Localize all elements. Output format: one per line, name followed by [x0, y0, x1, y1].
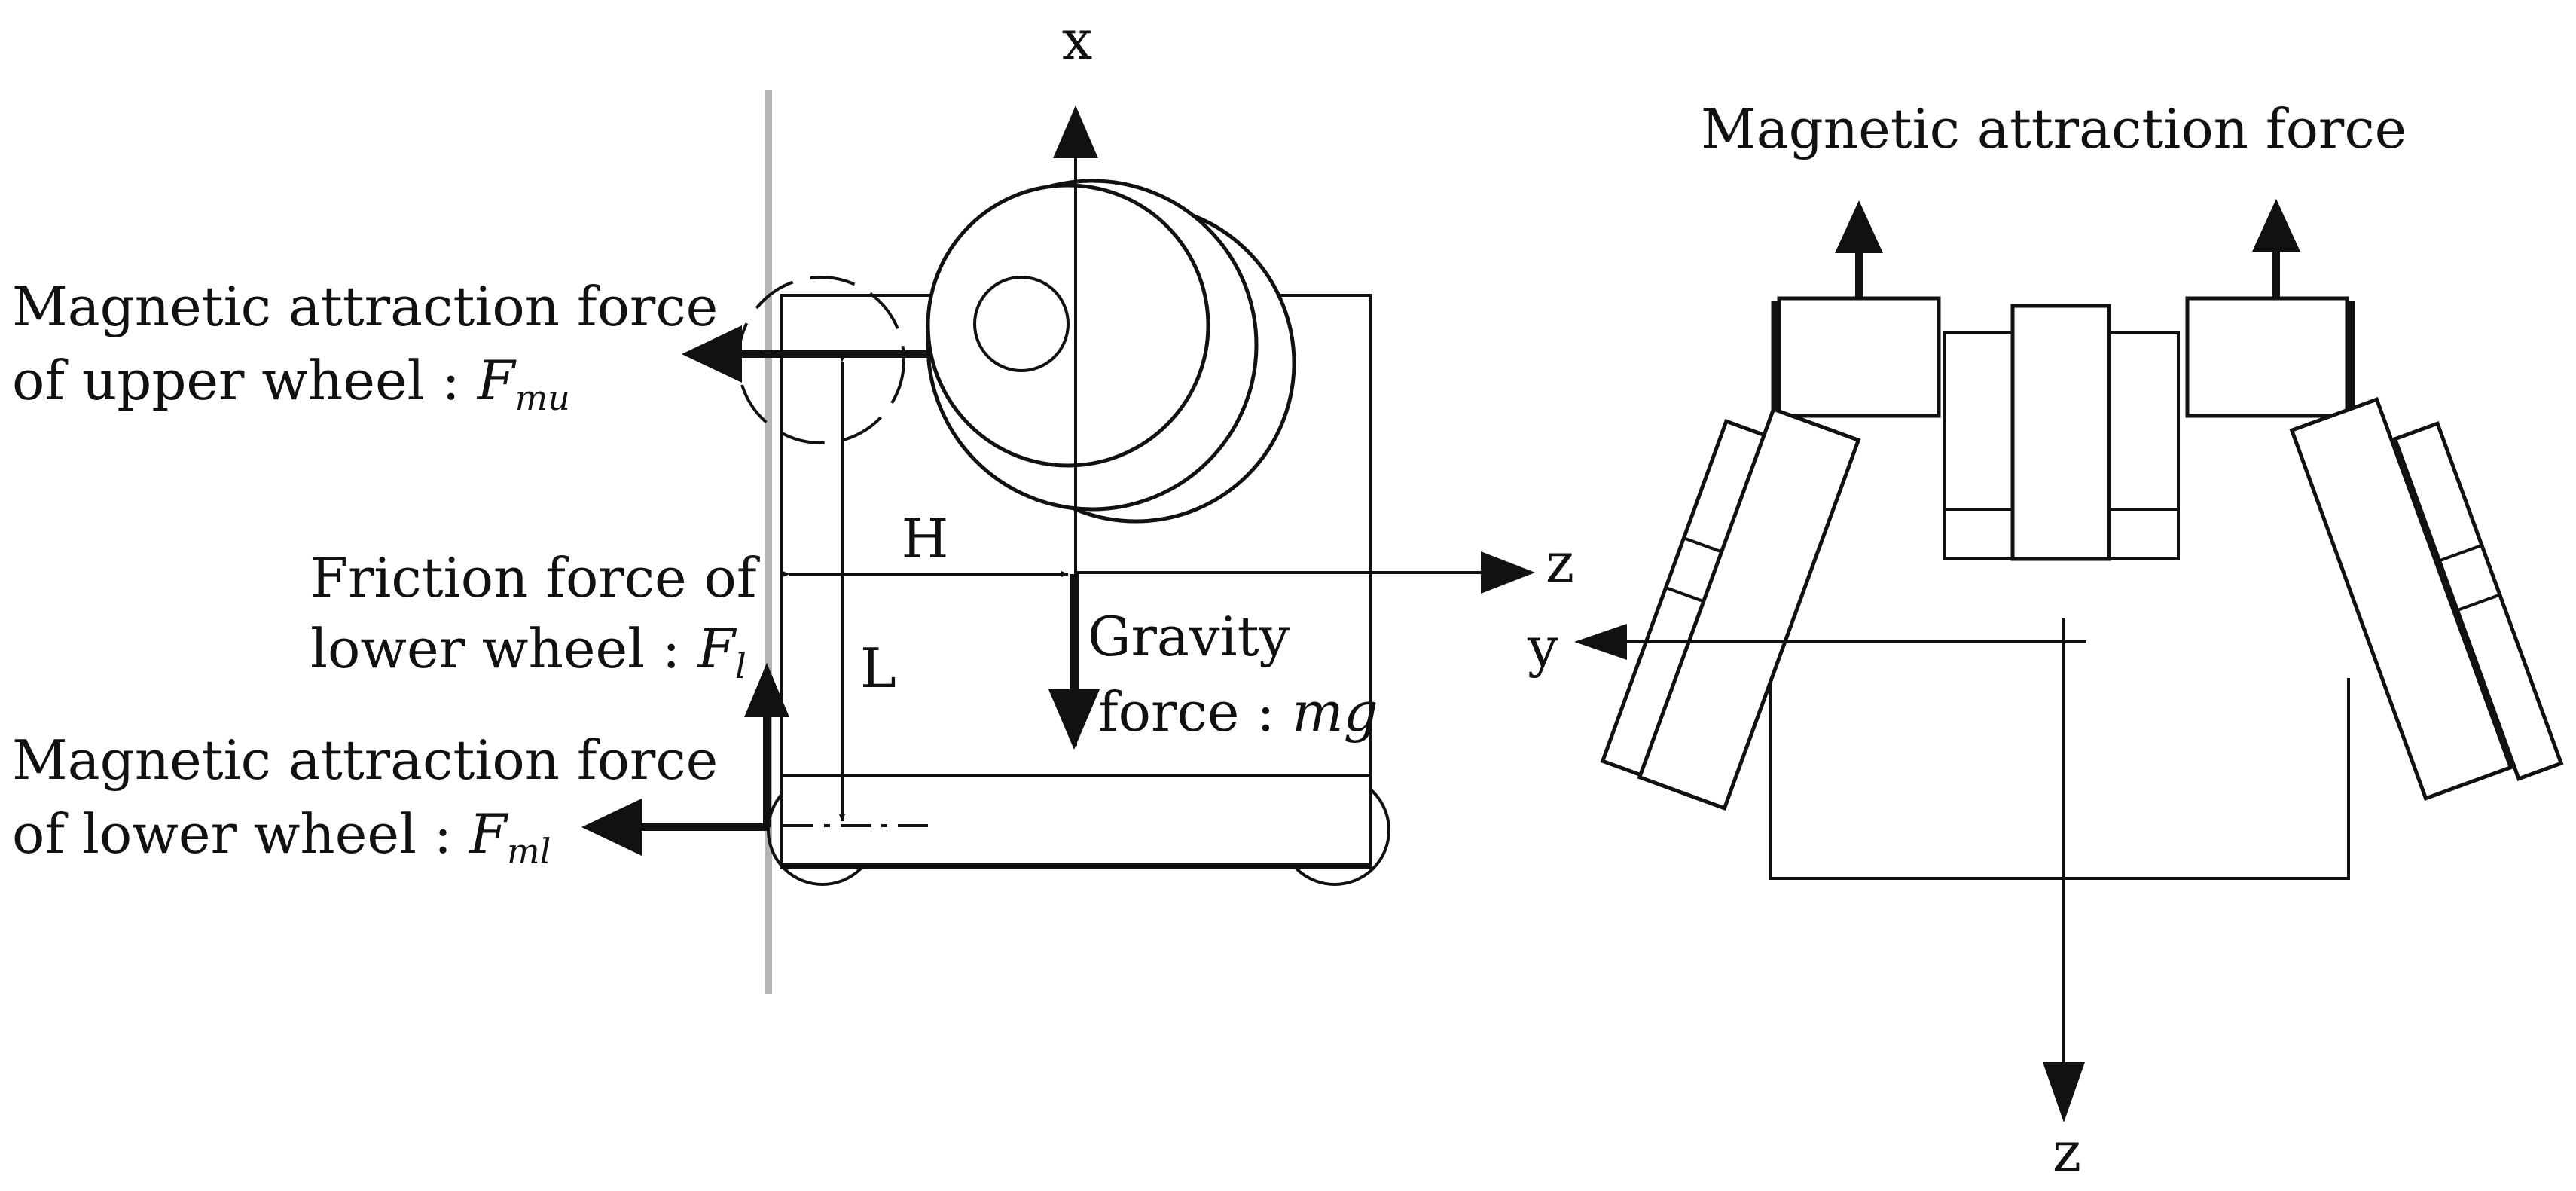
front-view-title: Magnetic attraction force [1701, 97, 2407, 160]
front-center-wheel [2010, 304, 2111, 561]
z-axis-label: z [1546, 531, 1574, 594]
upper-force-label: Magnetic attraction force of upper wheel… [12, 275, 735, 418]
friction-force-label: Friction force of lower wheel : Fl [310, 546, 774, 686]
h-dimension-label: H [902, 507, 949, 570]
drive-wheel-hub [973, 276, 1070, 372]
side-view: x z H L Magnetic attraction force of upp… [12, 8, 1574, 994]
gravity-force-arrowhead [1048, 689, 1100, 750]
front-right-inner-wheel [2289, 396, 2513, 802]
left-magnetic-force-arrowhead [1835, 200, 1883, 253]
upper-left-wheel [737, 276, 905, 444]
front-top-left-block [1777, 296, 1941, 418]
front-view: Magnetic attraction force y z [1527, 97, 2564, 1183]
front-body-lower [1769, 678, 2350, 880]
friction-force-arrowhead [744, 663, 789, 717]
lower-force-arrowhead [581, 799, 642, 856]
x-axis-arrowhead [1053, 105, 1098, 158]
front-z-axis-label: z [2053, 1120, 2081, 1183]
upper-force-arrowhead [682, 325, 742, 383]
front-top-right-block [2185, 296, 2349, 418]
x-axis-label: x [1062, 8, 1093, 72]
y-axis-label: y [1527, 615, 1558, 679]
front-z-axis-arrowhead [2043, 1062, 2085, 1122]
gravity-force-label: Gravity force : mg [1088, 605, 1378, 744]
front-left-inner-wheel [1637, 406, 1861, 811]
l-dimension-label: L [860, 637, 896, 700]
robot-body-lower [780, 774, 1372, 866]
right-magnetic-force-arrowhead [2252, 199, 2300, 252]
z-axis-arrowhead [1481, 551, 1535, 594]
lower-force-label: Magnetic attraction force of lower wheel… [12, 728, 735, 872]
y-axis-arrowhead [1574, 624, 1627, 660]
